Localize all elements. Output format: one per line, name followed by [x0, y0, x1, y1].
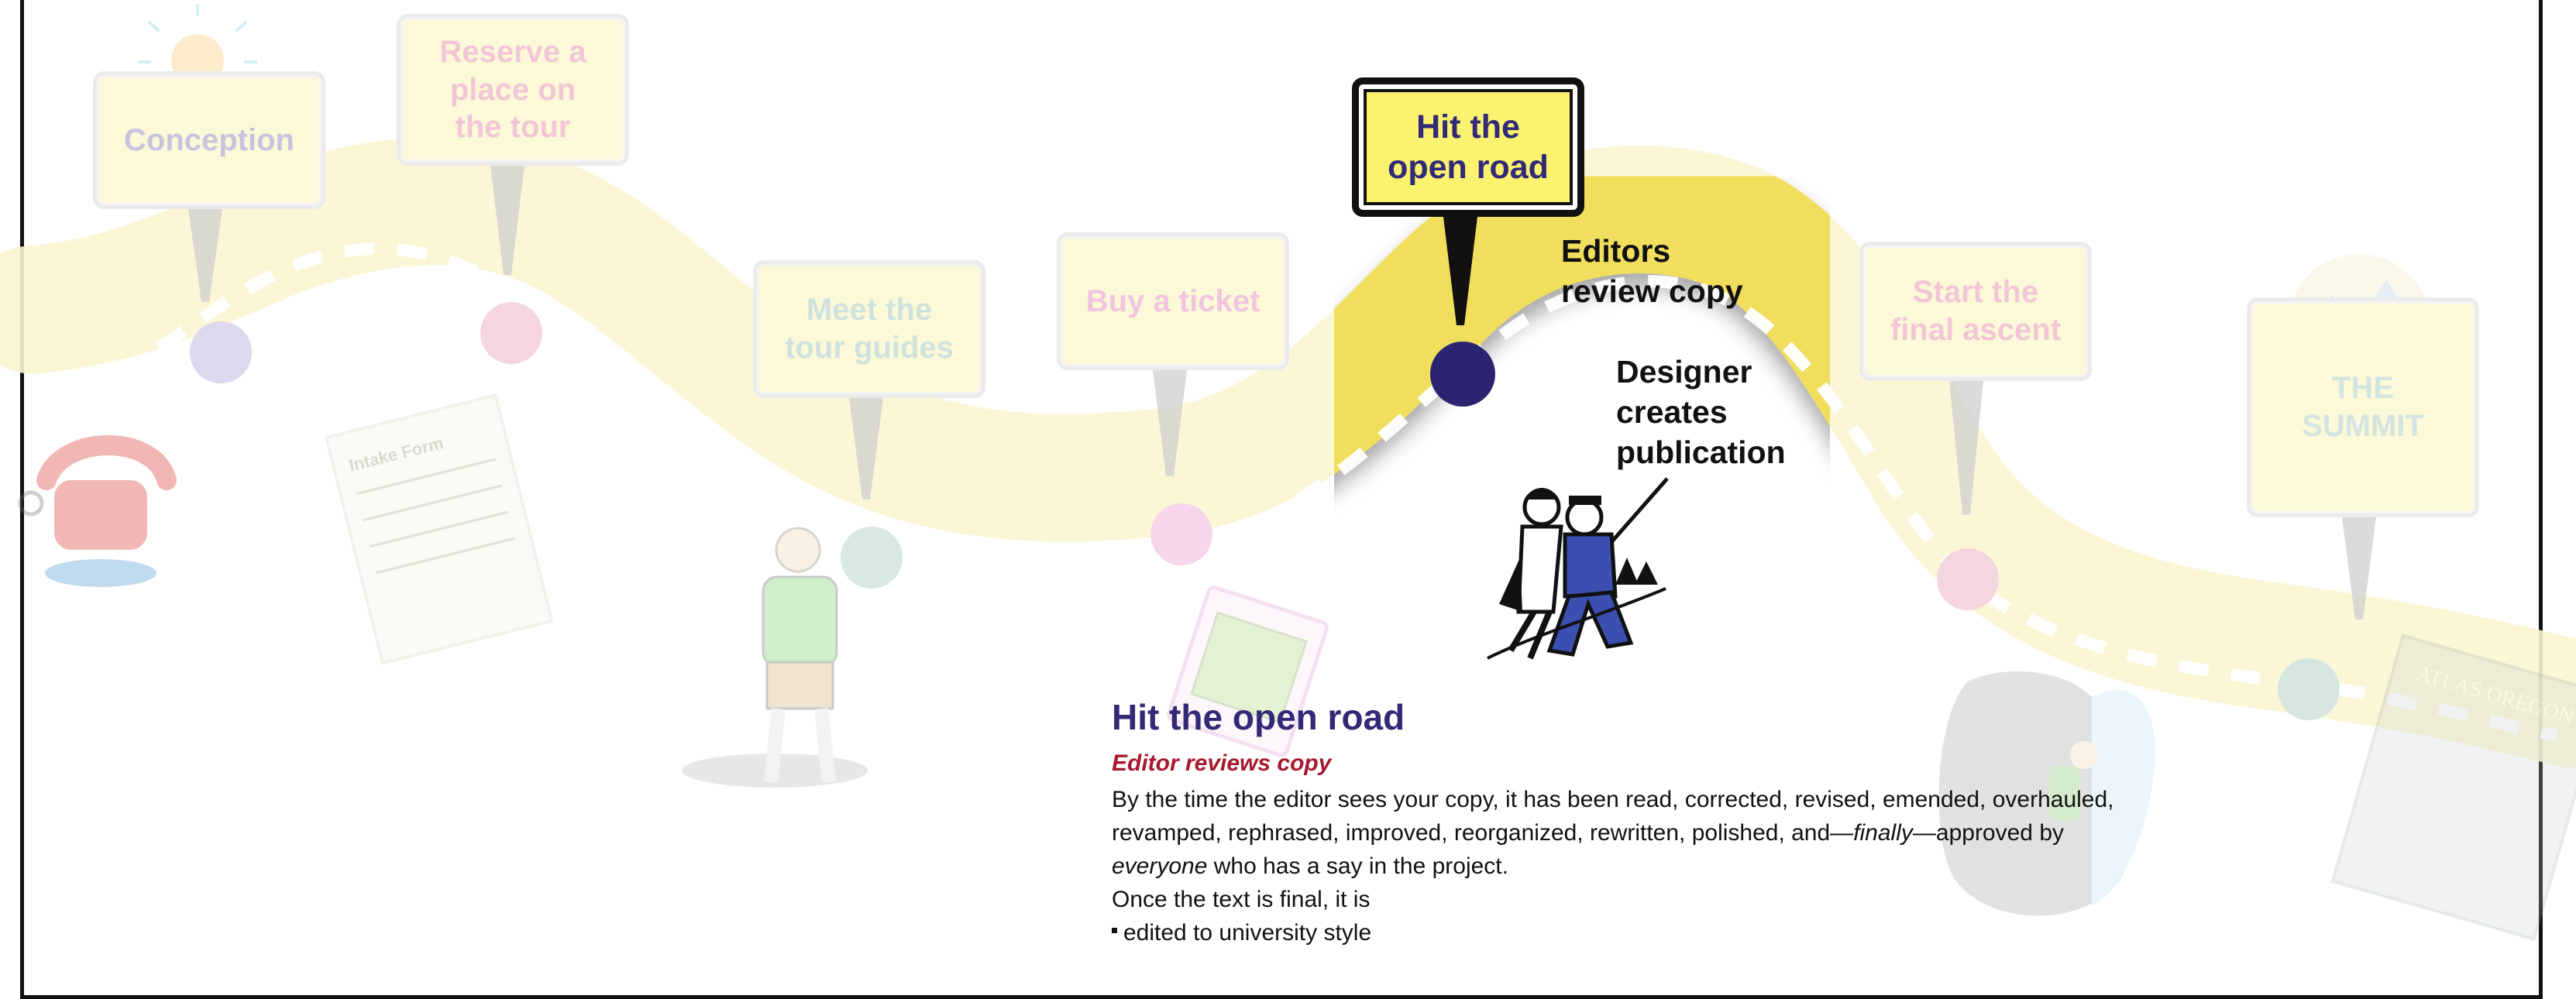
- stage-marker-open-road[interactable]: [1430, 342, 1495, 407]
- sign-buy-ticket[interactable]: Buy a ticket: [1057, 232, 1289, 370]
- editors-review-label: Editors review copy: [1561, 233, 1743, 310]
- tour-guide-icon: [682, 527, 868, 788]
- article-paragraph-2: Once the text is final, it is: [1112, 886, 1371, 912]
- sign-label-meet-guides: Meet the tour guides: [785, 293, 954, 365]
- signpost-buy-ticket: [1153, 370, 1187, 476]
- signpost-open-road: [1443, 217, 1477, 325]
- article-bullet: edited to university style: [1112, 916, 2134, 949]
- phone-icon: [18, 435, 177, 587]
- sign-final-ascent[interactable]: Start the final ascent: [1859, 242, 2092, 381]
- intake-form-icon: Intake Form: [324, 393, 554, 665]
- stage-marker-conception[interactable]: [190, 321, 252, 383]
- stage-description: Hit the open road Editor reviews copy By…: [1112, 697, 2134, 949]
- sign-conception[interactable]: Conception: [93, 71, 325, 209]
- road-active: [1334, 145, 1830, 475]
- sign-label-open-road: Hit the open road: [1388, 108, 1549, 186]
- hikers-icon: [1487, 477, 1669, 660]
- sign-open-road[interactable]: Hit the open road: [1352, 77, 1584, 217]
- signpost-reserve: [490, 166, 524, 275]
- signpost-summit: [2342, 517, 2376, 620]
- sign-reserve[interactable]: Reserve a place on the tour: [397, 14, 629, 166]
- signpost-conception: [188, 209, 222, 302]
- stage-marker-meet-guides[interactable]: [841, 527, 903, 589]
- sign-summit[interactable]: THE SUMMIT: [2247, 297, 2479, 517]
- journey-diagram: Intake Form ATLAS OREGON: [0, 4, 2576, 941]
- stage-marker-summit[interactable]: [2278, 658, 2340, 720]
- sign-label-summit: THE SUMMIT: [2302, 371, 2424, 443]
- ticket-icon: [1167, 585, 1329, 757]
- article-subtitle: Editor reviews copy: [1112, 750, 1332, 776]
- sign-label-conception: Conception: [124, 122, 294, 157]
- signpost-meet-guides: [849, 398, 883, 499]
- sign-label-buy-ticket: Buy a ticket: [1085, 283, 1260, 318]
- article-paragraph-1: By the time the editor sees your copy, i…: [1112, 786, 2114, 879]
- climber-icon: [1938, 671, 2155, 916]
- road-centerline: [67, 242, 2558, 742]
- stage-marker-reserve[interactable]: [480, 302, 542, 364]
- sign-label-reserve: Reserve a place on the tour: [439, 34, 586, 145]
- sign-label-final-ascent: Start the final ascent: [1890, 275, 2062, 347]
- stage-marker-buy-ticket[interactable]: [1150, 503, 1212, 565]
- sign-meet-guides[interactable]: Meet the tour guides: [753, 260, 985, 398]
- signpost-final-ascent: [1949, 381, 1983, 515]
- designer-creates-label: Designer creates publication: [1616, 354, 1786, 471]
- stage-marker-final-ascent[interactable]: [1937, 548, 1999, 610]
- article-title: Hit the open road: [1112, 697, 1405, 737]
